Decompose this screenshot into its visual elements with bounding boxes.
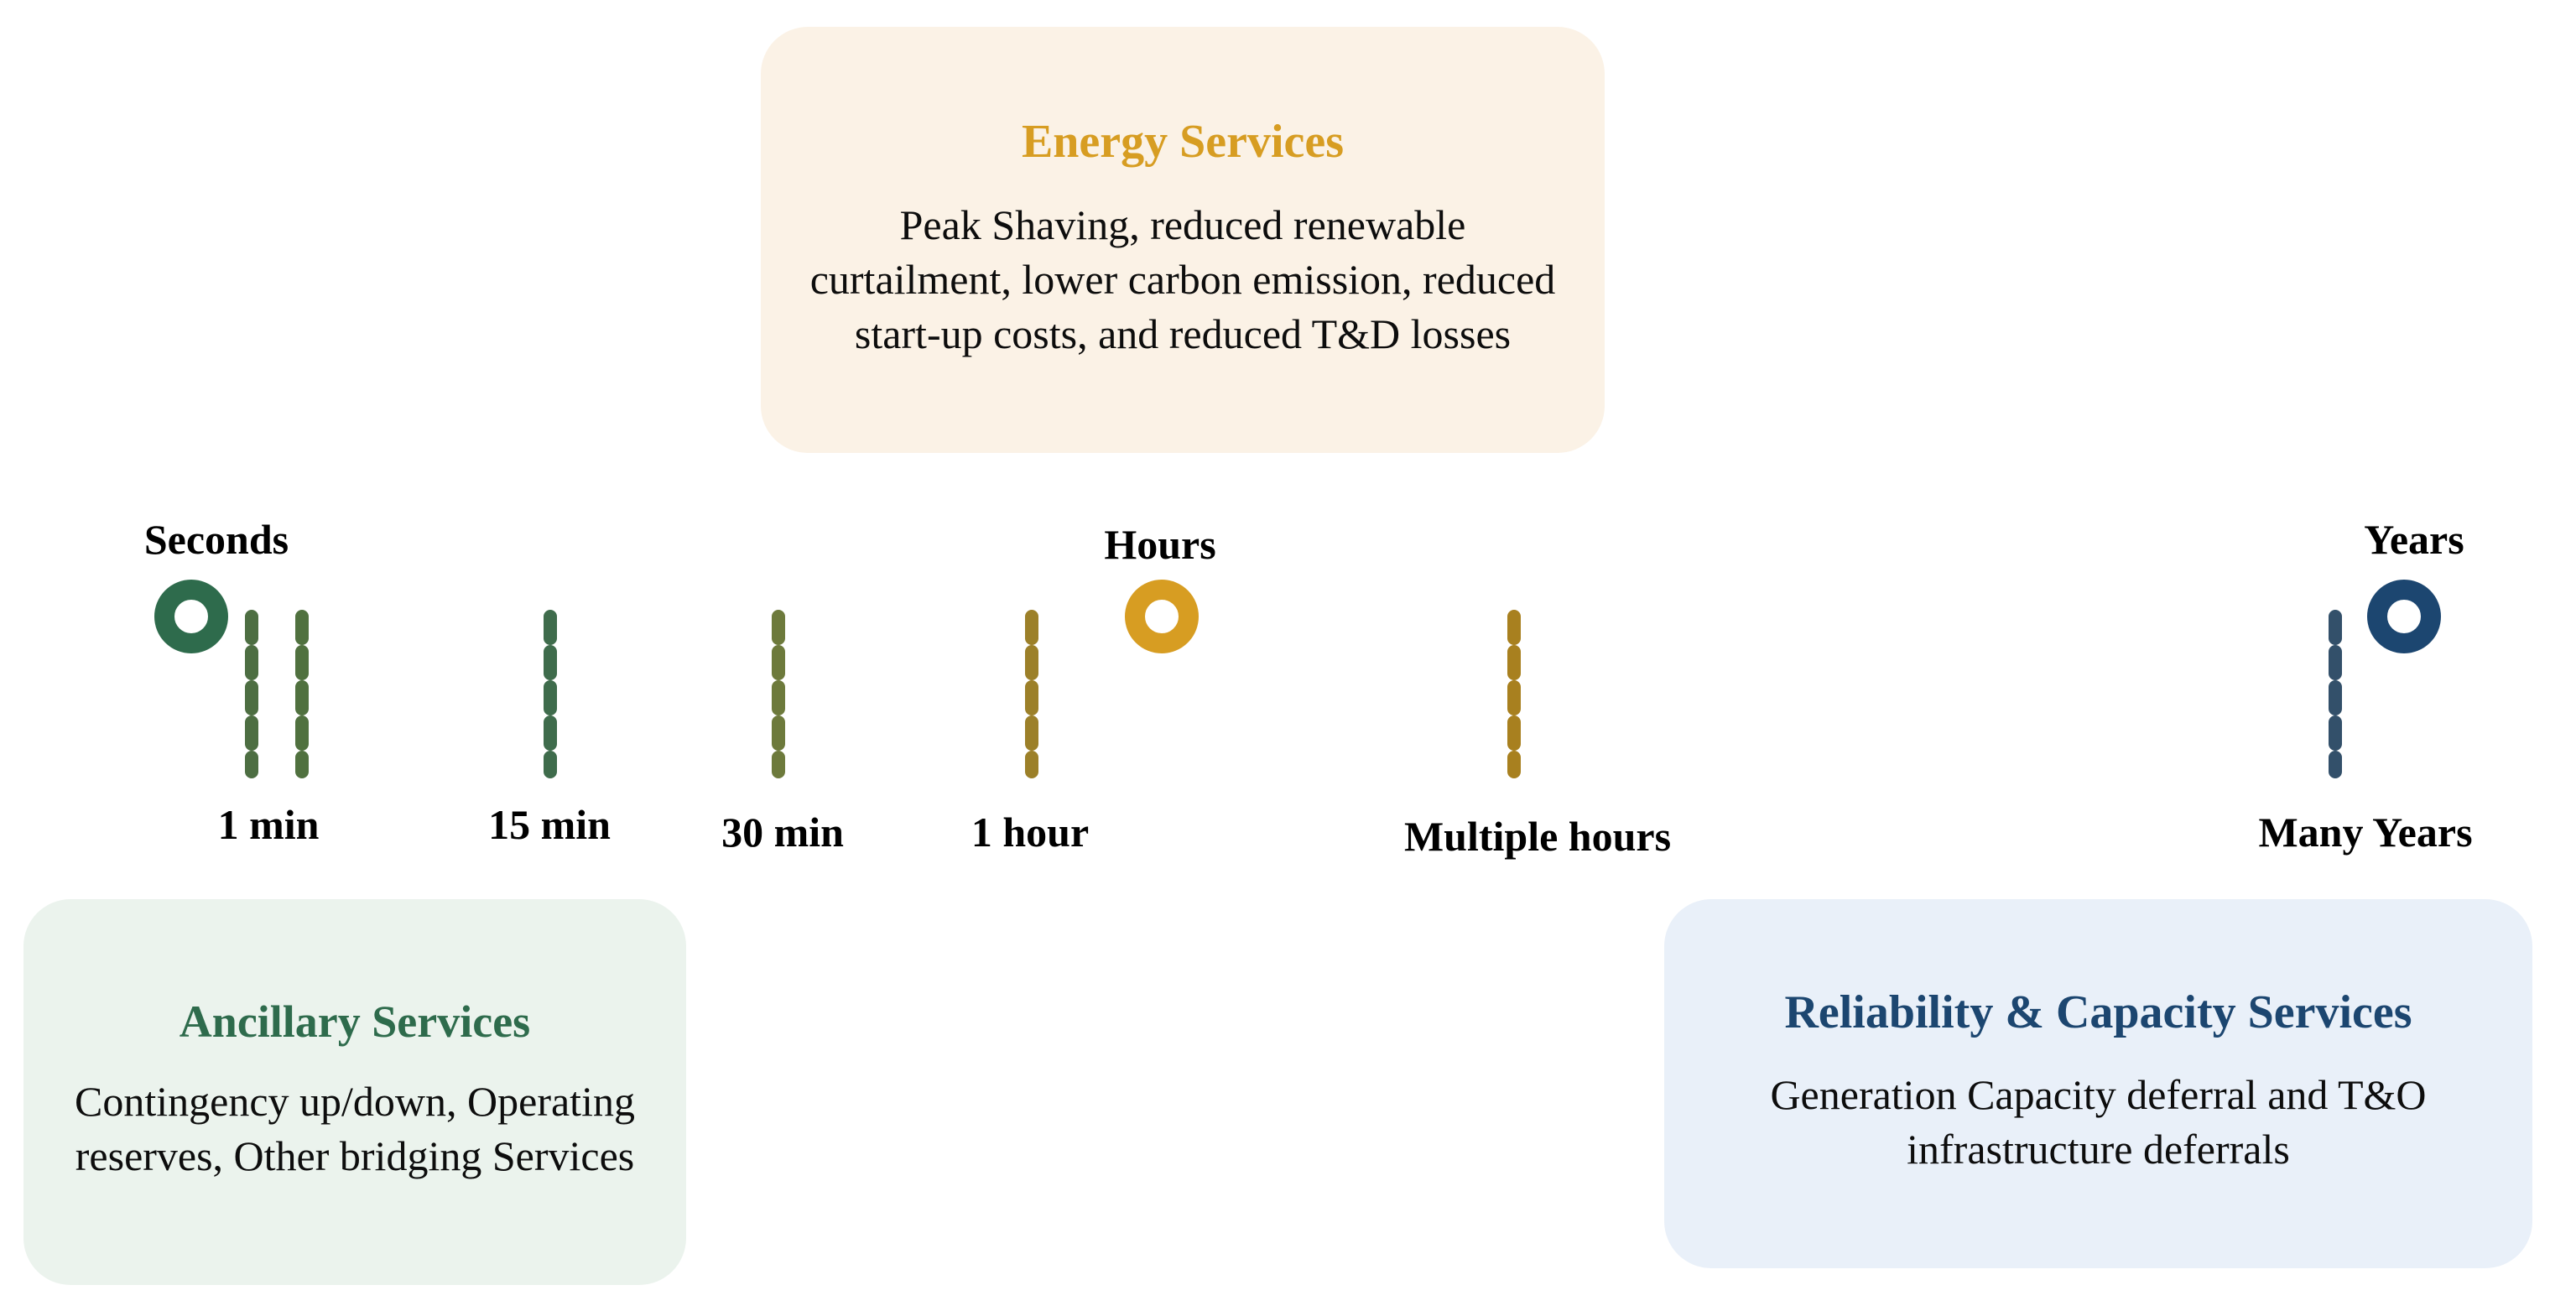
- card-reliability-capacity-services: Reliability & Capacity Services Generati…: [1664, 899, 2532, 1268]
- tick-label-1-hour: 1 hour: [971, 809, 1090, 856]
- milestone-label-hours: Hours: [1104, 521, 1216, 568]
- tick-label-15-min: 15 min: [488, 801, 611, 848]
- milestone-label-seconds: Seconds: [143, 516, 289, 563]
- milestone-marker-hours: [1125, 580, 1199, 653]
- tick-label-1-min: 1 min: [217, 801, 320, 848]
- card-reliability-capacity-services-body: Generation Capacity deferral and T&O inf…: [1770, 1071, 2427, 1173]
- card-energy-services: Energy Services Peak Shaving, reduced re…: [761, 27, 1605, 453]
- milestone-label-years: Years: [2364, 516, 2464, 563]
- card-reliability-capacity-services-title: Reliability & Capacity Services: [1784, 986, 2412, 1038]
- card-energy-services-body: Peak Shaving, reduced renewable curtailm…: [809, 200, 1556, 357]
- card-ancillary-services-title: Ancillary Services: [179, 996, 531, 1047]
- card-ancillary-services-body: Contingency up/down, Operating reserves,…: [75, 1078, 635, 1180]
- card-energy-services-title: Energy Services: [1021, 116, 1345, 169]
- milestone-marker-seconds: [154, 580, 228, 653]
- milestone-marker-years: [2367, 580, 2441, 653]
- tick-label-multiple-hours: Multiple hours: [1403, 813, 1672, 860]
- tick-label-30-min: 30 min: [721, 809, 844, 856]
- card-ancillary-services: Ancillary Services Contingency up/down, …: [23, 899, 686, 1285]
- tick-label-many-years: Many Years: [2258, 809, 2473, 856]
